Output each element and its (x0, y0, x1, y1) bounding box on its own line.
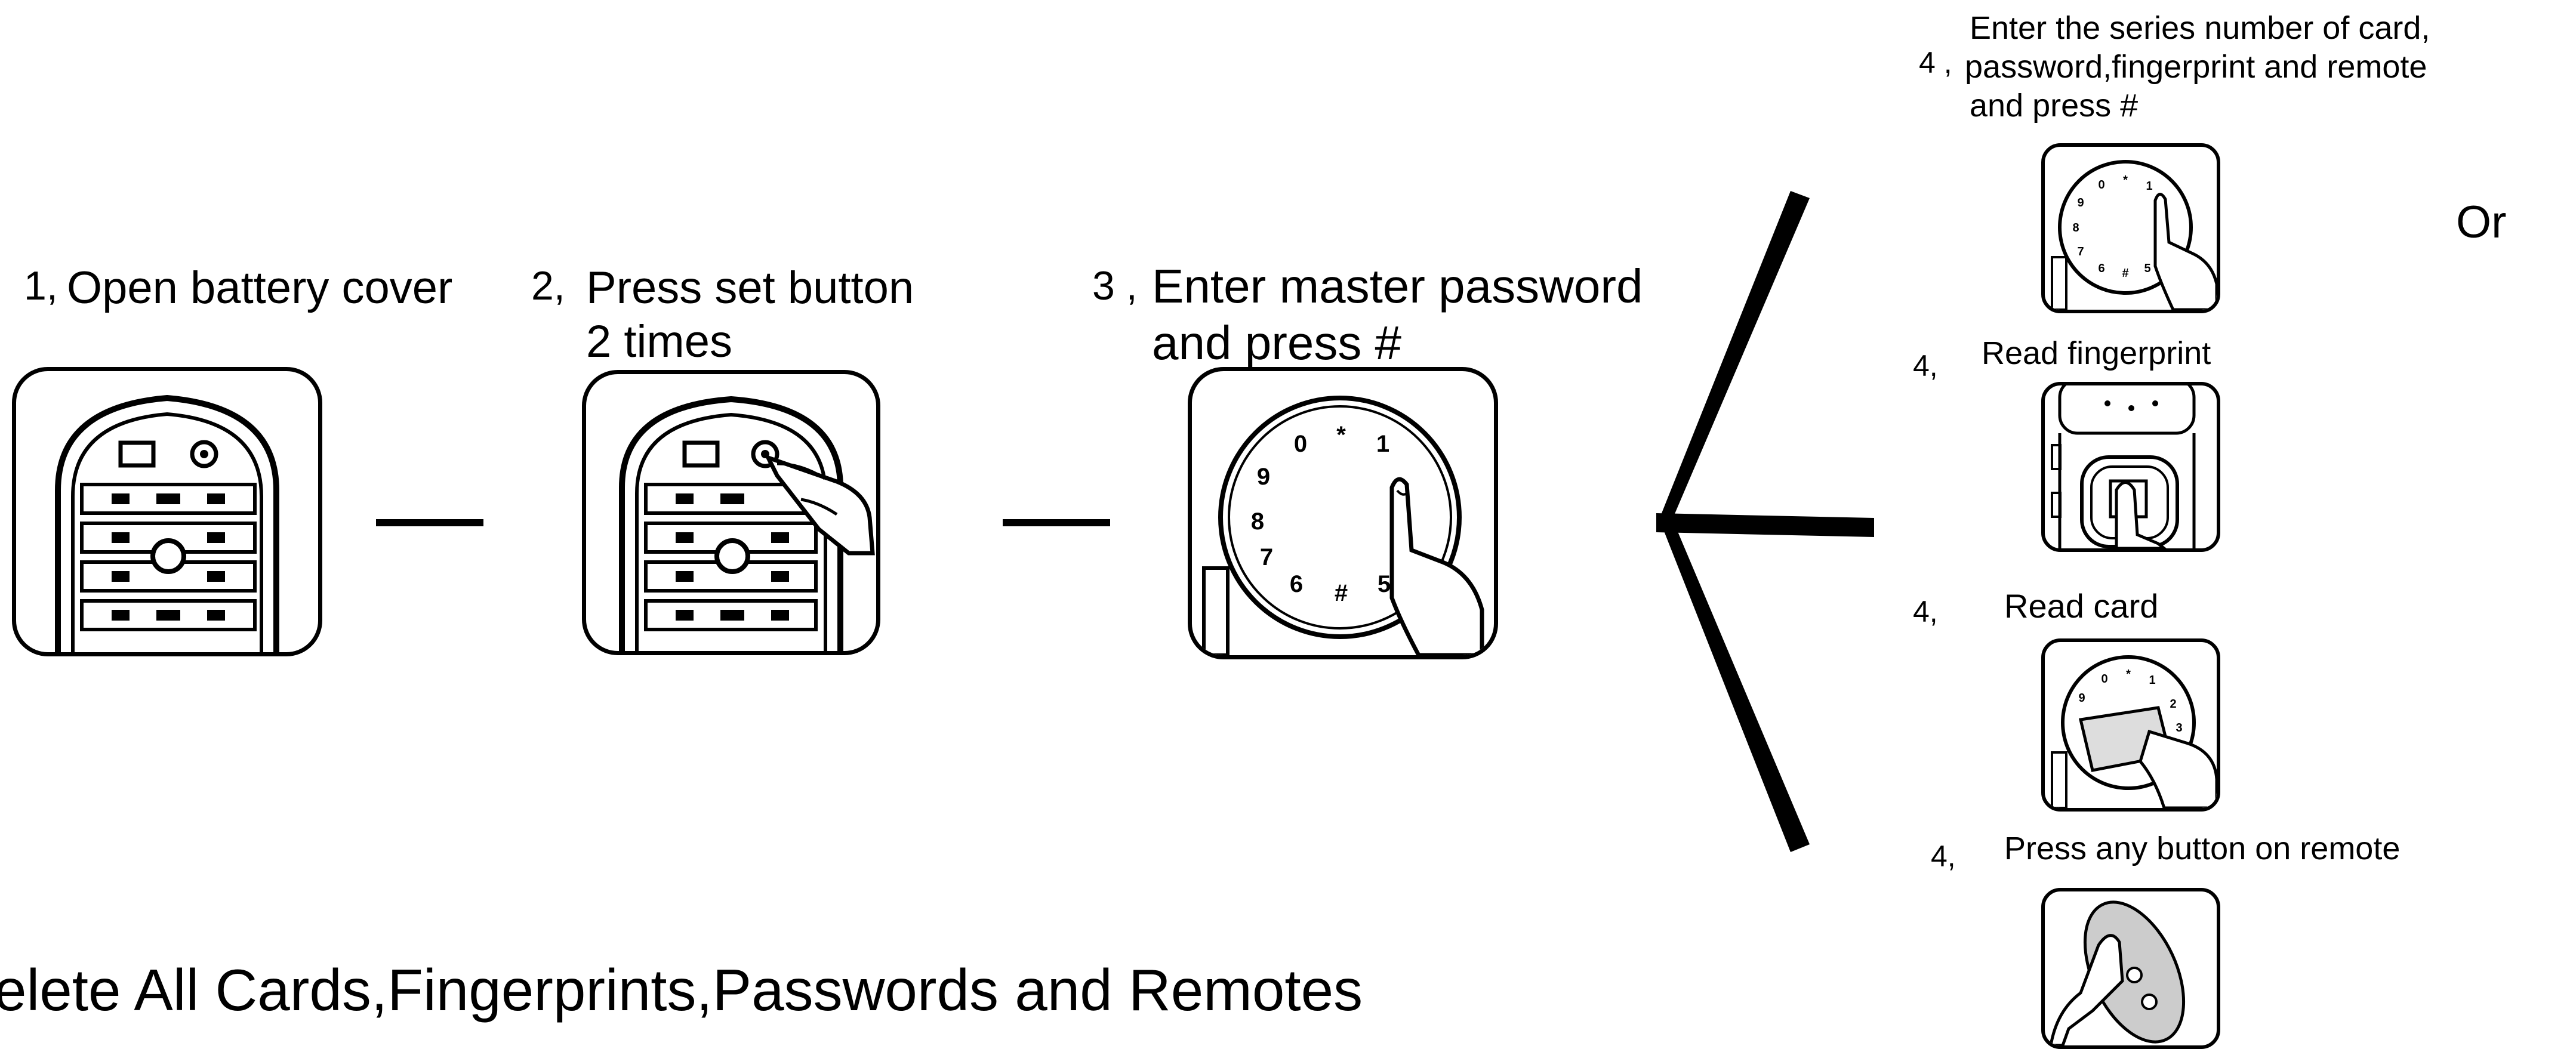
step-3-label-line2: and press # (1152, 316, 1402, 369)
keypad-illustration: 0 * 1 9 8 7 6 # 5 (1188, 367, 1498, 659)
keypad-digit-8: 8 (1251, 508, 1264, 535)
small-keypad-digit-8: 8 (2072, 221, 2079, 235)
keypad-digit-9: 9 (1257, 464, 1270, 490)
svg-text:9: 9 (2078, 692, 2085, 705)
svg-text:3: 3 (2176, 721, 2182, 735)
svg-text:2: 2 (2170, 698, 2176, 711)
battery-cover-illustration (12, 367, 322, 656)
step-2-number: 2, (531, 263, 565, 308)
option-d-number: 4, (1931, 840, 1956, 873)
svg-text:1: 1 (2149, 674, 2155, 687)
option-c-label: Read card (2004, 587, 2159, 625)
fingerprint-reader-icon (2051, 385, 2196, 548)
battery-compartment-icon (55, 394, 279, 652)
svg-text:*: * (2126, 668, 2131, 681)
keypad-digit-0: 0 (1294, 431, 1307, 457)
section-title: elete All Cards,Fingerprints,Passwords a… (0, 957, 1363, 1023)
small-keypad-digit-0: 0 (2098, 178, 2104, 192)
option-d-label: Press any button on remote (2004, 831, 2401, 866)
step-3-number: 3 , (1092, 263, 1138, 308)
remote-control-icon (2049, 900, 2186, 1045)
keypad-digit-7: 7 (1260, 544, 1273, 570)
keypad-digit-star: * (1336, 422, 1346, 448)
small-keypad-digit-5: 5 (2144, 262, 2150, 275)
small-keypad-digit-star: * (2123, 174, 2128, 187)
small-keypad-digit-1: 1 (2146, 180, 2152, 193)
small-keypad-icon: 0 * 1 9 8 7 6 # 5 (2051, 160, 2217, 310)
branch-bracket-icon (1656, 191, 1874, 852)
option-a-keypad-illustration: 0 * 1 9 8 7 6 # 5 (2041, 143, 2220, 313)
set-button-illustration (582, 370, 880, 655)
option-a-label-line2: password,fingerprint and remote (1965, 49, 2427, 85)
keypad-digit-hash: # (1335, 580, 1348, 606)
or-label: Or (2456, 197, 2507, 248)
small-keypad-digit-6: 6 (2098, 262, 2104, 275)
svg-text:0: 0 (2101, 672, 2107, 686)
option-a-label-line1: Enter the series number of card, (1970, 10, 2430, 46)
step-2-label-line1: Press set button (586, 263, 914, 313)
keypad-digit-6: 6 (1290, 571, 1303, 597)
option-d-remote-illustration (2041, 888, 2220, 1049)
option-b-fingerprint-illustration (2041, 382, 2220, 552)
step-1-number: 1, (24, 263, 58, 308)
small-keypad-digit-hash: # (2122, 267, 2128, 280)
small-keypad-digit-9: 9 (2077, 196, 2084, 209)
step-1-label: Open battery cover (67, 263, 453, 313)
keypad-digit-5: 5 (1378, 571, 1391, 597)
option-b-label: Read fingerprint (1982, 335, 2211, 371)
keypad-dial-icon: 0 * 1 9 8 7 6 # 5 (1202, 396, 1484, 655)
connector-dash-2 (1003, 519, 1110, 526)
option-b-number: 4, (1913, 349, 1938, 382)
step-3-label-line1: Enter master password (1152, 260, 1643, 313)
keypad-digit-1: 1 (1376, 431, 1389, 457)
step-2-label-line2: 2 times (586, 316, 732, 367)
small-keypad-digit-7: 7 (2077, 245, 2084, 258)
read-card-icon: 0 * 1 9 23 (2051, 655, 2217, 808)
option-c-number: 4, (1913, 595, 1938, 628)
option-a-number: 4 , (1919, 46, 1952, 79)
connector-dash-1 (376, 519, 483, 526)
press-set-button-icon (619, 396, 875, 651)
option-a-label-line3: and press # (1970, 88, 2139, 124)
